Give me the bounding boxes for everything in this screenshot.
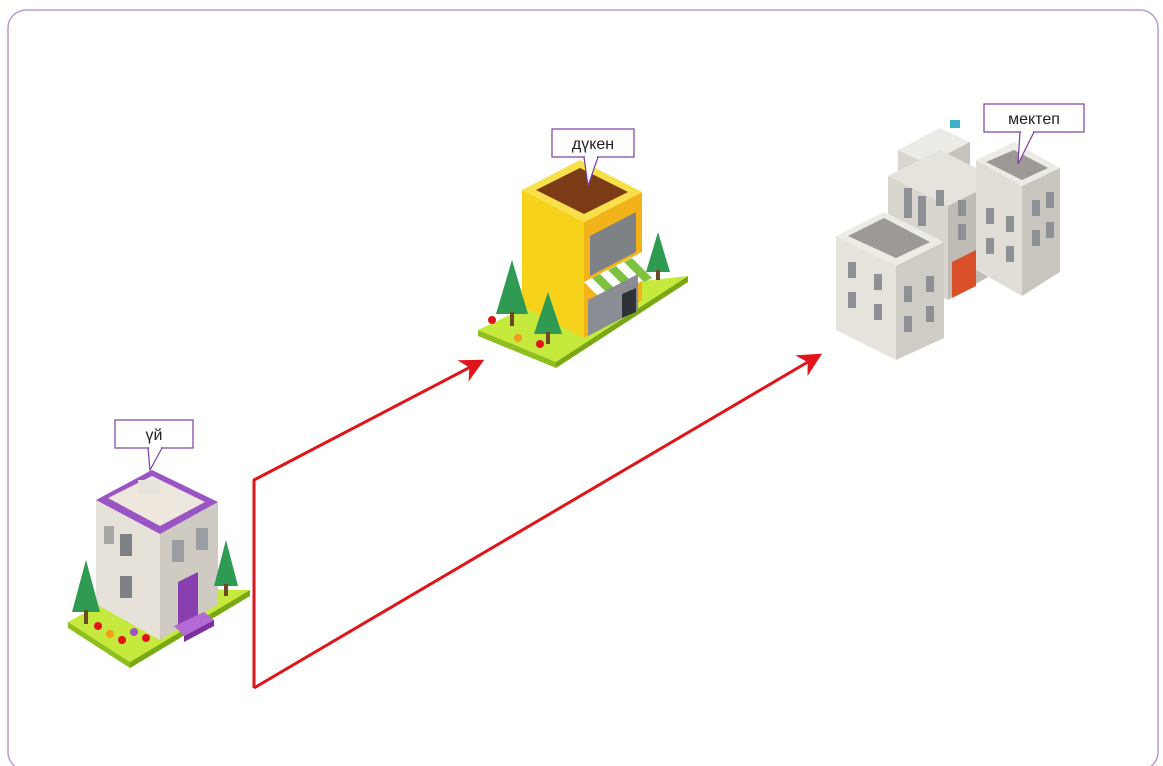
arrow-house-to-shop xyxy=(254,362,480,688)
school-label-text: мектеп xyxy=(1008,111,1060,128)
arrow-house-to-school xyxy=(254,356,818,688)
shop-label-text: дүкен xyxy=(572,136,614,153)
school-icon xyxy=(836,120,1060,360)
shop-icon xyxy=(478,160,688,368)
house-label-text: үй xyxy=(146,427,163,444)
house-icon xyxy=(68,470,250,668)
house-label: үй xyxy=(115,420,193,470)
